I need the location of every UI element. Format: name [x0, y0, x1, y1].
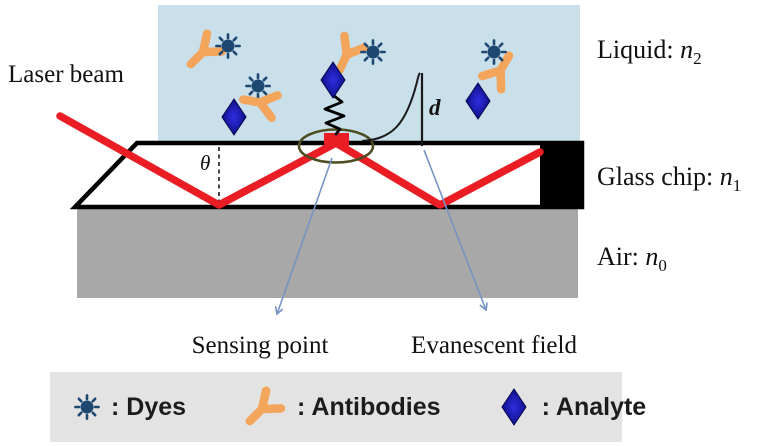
glass-chip-label: Glass chip: n1: [597, 163, 741, 195]
dye-icon: [360, 39, 386, 65]
sensing-point-arrow: [277, 157, 333, 314]
evanescent-field-arrow: [423, 149, 486, 310]
glass-chip-index-symbol: n: [719, 162, 733, 191]
glass-chip-index-sub: 1: [732, 176, 742, 196]
dye-icon: [215, 33, 241, 59]
liquid-label-text: Liquid:: [597, 35, 681, 64]
evanescent-field-label: Evanescent field: [411, 332, 577, 359]
air-label: Air: n0: [597, 243, 667, 275]
dye-icon: [245, 73, 271, 99]
dye-icon: [74, 394, 100, 420]
legend-label-analyte: : Analyte: [541, 392, 647, 421]
spring-tether: [323, 93, 346, 136]
sensing-spot: [324, 133, 349, 147]
glass-chip: [69, 140, 585, 210]
glass-chip-label-text: Glass chip:: [597, 162, 720, 191]
evanescent-curve: [361, 72, 421, 142]
legend-label-dyes: : Dyes: [111, 392, 187, 421]
antibody-icon: [240, 383, 288, 431]
liquid-index-symbol: n: [680, 35, 694, 64]
depth-label: d: [429, 95, 441, 120]
analyte-icon: [501, 388, 527, 426]
legend-item-dyes: : Dyes: [72, 392, 186, 422]
sensing-ellipse: [297, 128, 375, 164]
liquid-index-sub: 2: [693, 49, 702, 69]
legend: : Dyes : Antibodies : Analyte: [50, 372, 646, 442]
legend-item-antibodies: : Antibodies: [240, 383, 441, 431]
liquid-label: Liquid: n2: [597, 36, 702, 68]
air-region: [77, 209, 578, 298]
air-index-sub: 0: [658, 256, 667, 276]
beam-stop-block: [540, 143, 582, 207]
liquid-region: [158, 5, 580, 143]
legend-item-analyte: : Analyte: [495, 388, 647, 426]
air-label-text: Air:: [597, 242, 646, 271]
theta-label: θ: [200, 151, 211, 175]
sensing-point-label: Sensing point: [191, 332, 329, 359]
air-index-symbol: n: [645, 242, 659, 271]
laser-beam-label: Laser beam: [8, 61, 124, 88]
dye-icon: [481, 39, 507, 65]
legend-label-antibodies: : Antibodies: [297, 392, 441, 421]
